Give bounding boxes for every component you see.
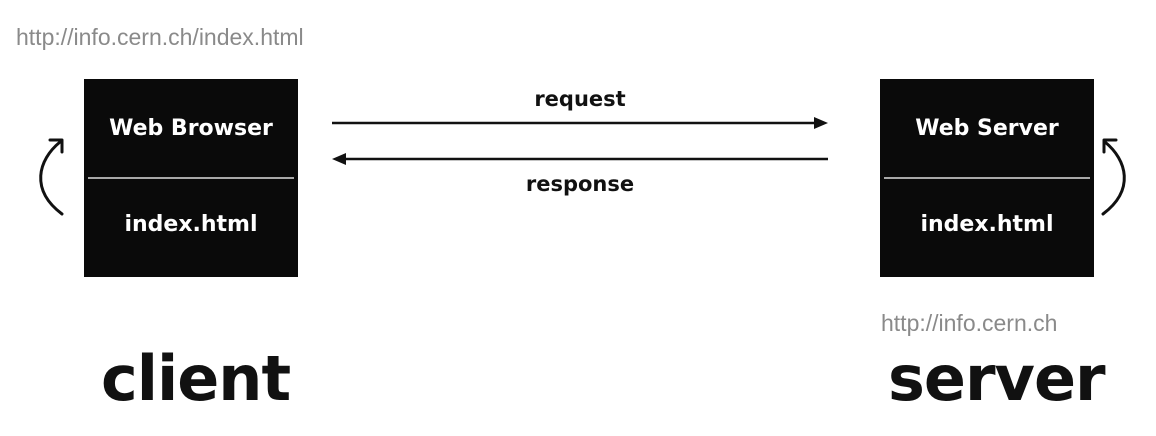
web-server-title: Web Server	[915, 116, 1059, 141]
response-arrow-icon	[332, 153, 828, 165]
web-server-box: Web Server index.html	[880, 79, 1094, 277]
response-label: response	[525, 172, 635, 196]
server-url: http://info.cern.ch	[881, 310, 1058, 336]
client-role-label: client	[101, 342, 291, 415]
web-server-divider	[884, 177, 1090, 179]
server-curved-arrow-icon	[1101, 138, 1126, 216]
web-browser-title: Web Browser	[109, 116, 273, 141]
request-label: request	[534, 87, 626, 111]
web-browser-divider	[88, 177, 294, 179]
client-curved-arrow-icon	[39, 138, 64, 216]
web-server-file: index.html	[920, 212, 1054, 237]
client-url: http://info.cern.ch/index.html	[16, 24, 304, 50]
server-role-label: server	[888, 342, 1106, 415]
web-browser-file: index.html	[124, 212, 258, 237]
request-arrow-icon	[332, 117, 828, 129]
web-browser-box: Web Browser index.html	[84, 79, 298, 277]
